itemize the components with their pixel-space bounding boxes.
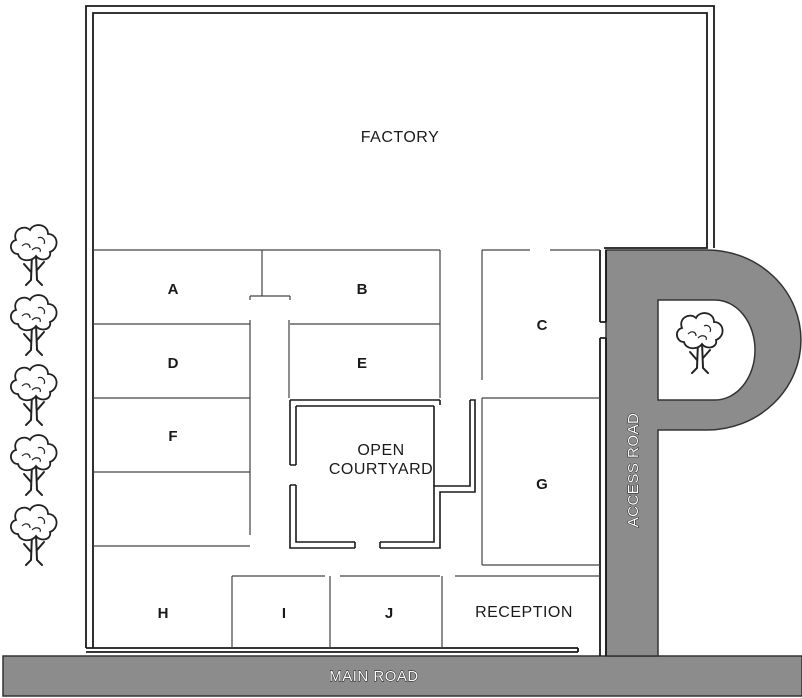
main-road [2, 655, 802, 697]
factory-label: FACTORY [361, 129, 439, 146]
room-g-label: G [536, 476, 548, 493]
interior-partitions [93, 249, 600, 648]
tree-icon [9, 294, 58, 356]
room-j-label: J [385, 605, 393, 622]
room-c-label: C [537, 317, 548, 334]
access-road-label: ACCESS ROAD [625, 413, 642, 528]
outer-walls [85, 5, 715, 656]
courtyard-label-line2: COURTYARD [329, 461, 433, 478]
main-road-label: MAIN ROAD [329, 668, 419, 685]
reception-label: RECEPTION [475, 604, 573, 621]
room-e-label: E [357, 355, 367, 372]
room-h-label: H [158, 605, 169, 622]
tree-icon [9, 434, 58, 496]
tree-icon [9, 504, 58, 566]
room-b-label: B [357, 281, 368, 298]
tree-icon [9, 224, 58, 286]
room-d-label: D [168, 355, 179, 372]
tree-icon [675, 312, 724, 374]
courtyard-label-line1: OPEN [357, 442, 404, 459]
room-i-label: I [282, 605, 286, 622]
courtyard-walls [289, 399, 476, 549]
tree-row [9, 224, 58, 566]
access-road [605, 249, 802, 657]
tree-icon [9, 364, 58, 426]
room-f-label: F [168, 428, 177, 445]
room-a-label: A [168, 281, 179, 298]
